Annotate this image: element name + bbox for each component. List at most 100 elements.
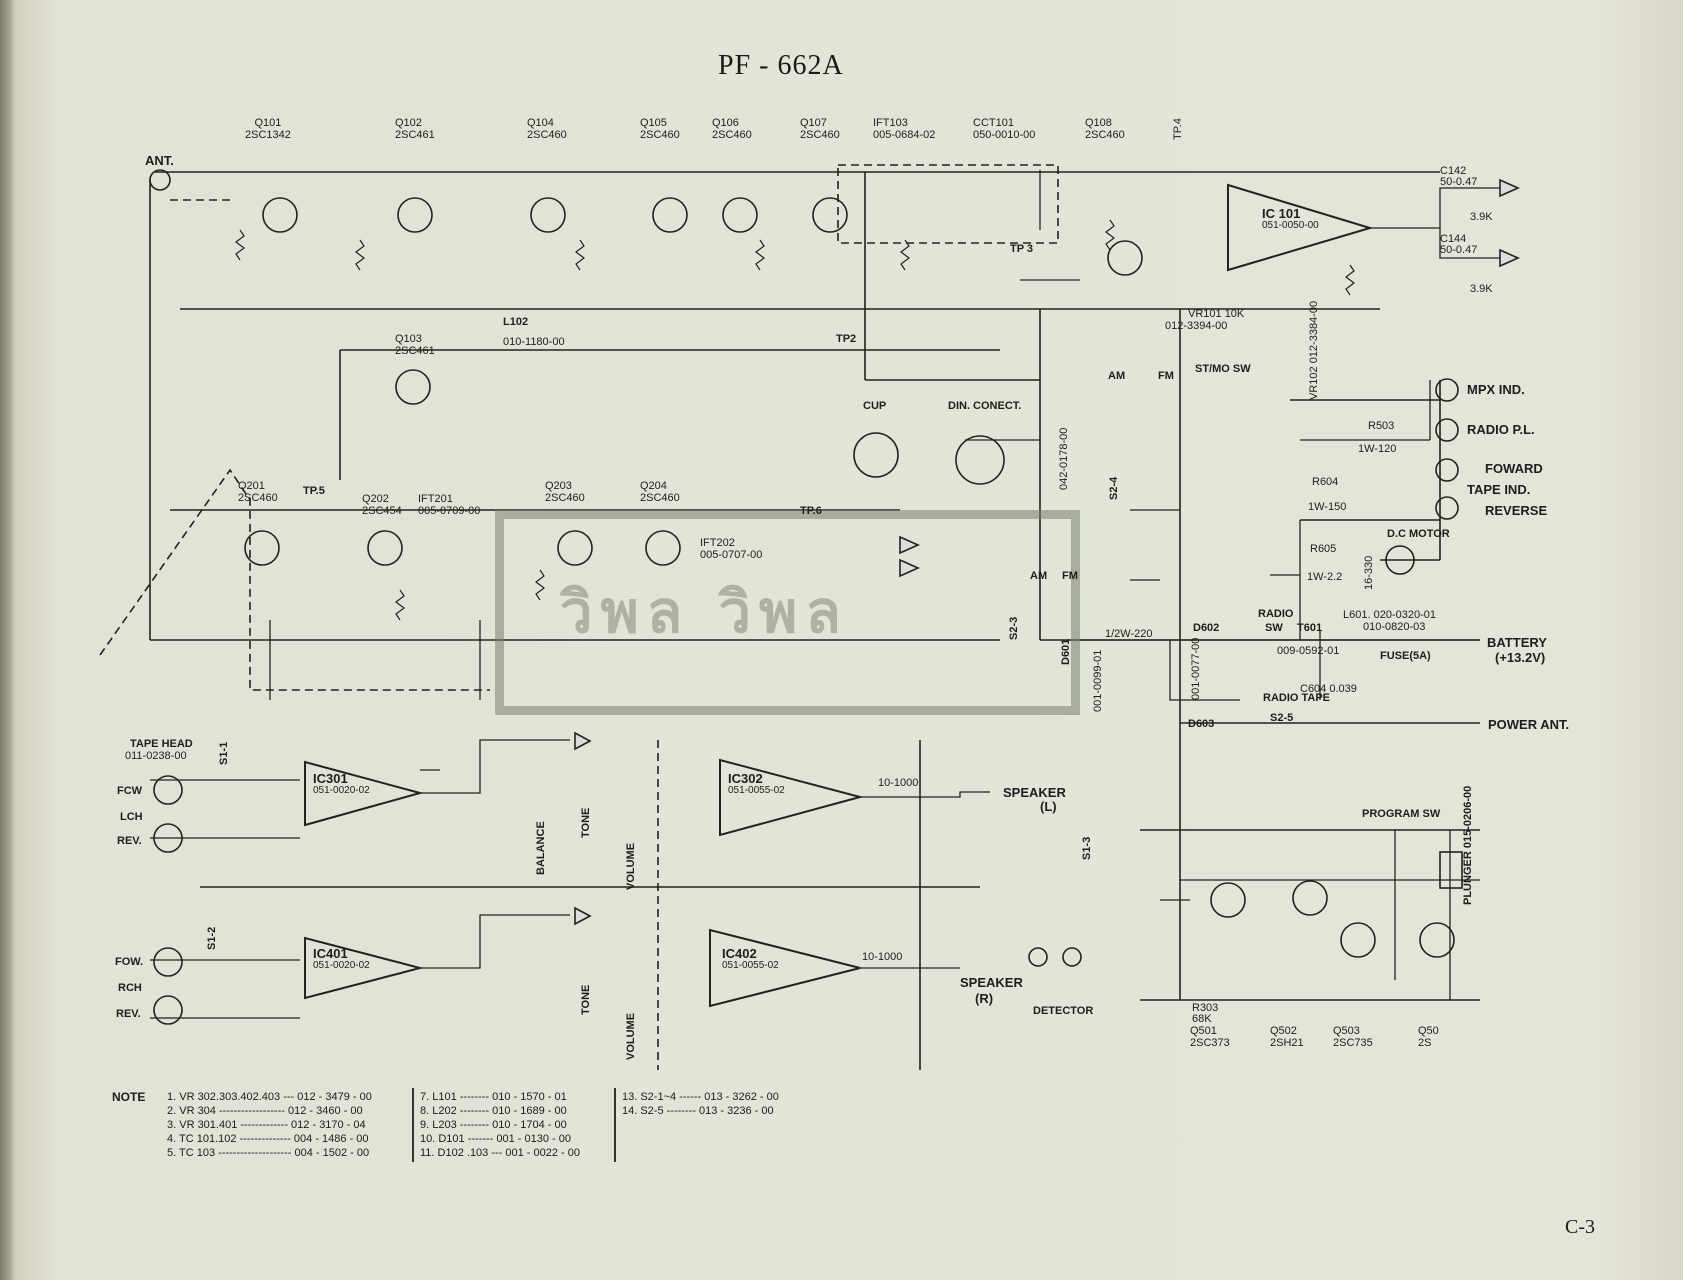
notes-column-1: 1. VR 302.303.402.403 --- 012 - 3479 - 0… <box>167 1090 372 1160</box>
fm-label-2: FM <box>1062 570 1078 582</box>
dc-motor-label: D.C MOTOR <box>1387 528 1450 540</box>
fuse-label: FUSE(5A) <box>1380 650 1431 662</box>
r503-label: R503 <box>1368 420 1395 432</box>
speaker-l-label: SPEAKER <box>1003 785 1066 800</box>
s2-3-label: S2-3 <box>1008 616 1020 640</box>
balance-label: BALANCE <box>535 821 547 875</box>
fow-label: FOW. <box>115 956 144 968</box>
signal-traces <box>150 170 1500 1019</box>
plunger-label: PLUNGER 015-0206-00 <box>1462 785 1474 905</box>
mpx-ind-label: MPX IND. <box>1467 382 1525 397</box>
vr102-label: VR102 012-3384-00 <box>1308 300 1320 400</box>
s2-4-label: S2-4 <box>1108 476 1120 500</box>
radio-tape-label: RADIO TAPE <box>1263 692 1331 704</box>
note-item: 1. VR 302.303.402.403 --- 012 - 3479 - 0… <box>167 1091 372 1103</box>
am-label: AM <box>1108 370 1126 382</box>
test-point-label: TP2 <box>836 333 857 345</box>
d602-label: D602 <box>1193 622 1220 634</box>
s2-5-label: S2-5 <box>1270 712 1294 724</box>
radio-pl-label: RADIO P.L. <box>1467 422 1535 437</box>
c144-value: 50-0.47 <box>1440 244 1478 256</box>
s1-2-label: S1-2 <box>206 926 218 950</box>
fm-label: FM <box>1158 370 1174 382</box>
notes-divider <box>614 1088 616 1162</box>
r303-value: 68K <box>1192 1013 1212 1025</box>
shield-frames <box>99 164 1059 1070</box>
din-part-label: 042-0178-00 <box>1058 427 1070 490</box>
r602-label: 1/2W-220 <box>1105 628 1153 640</box>
c605-value: 16-330 <box>1363 555 1375 590</box>
rev-l-label: REV. <box>117 835 142 847</box>
detector-label: DETECTOR <box>1033 1005 1094 1017</box>
vr101-part: 012-3394-00 <box>1165 320 1228 332</box>
l601-part: 010-0820-03 <box>1363 621 1426 633</box>
c142-label: C142 <box>1440 165 1467 177</box>
c601-part: 001-0099-01 <box>1092 649 1104 712</box>
r604-value: 1W-150 <box>1308 501 1347 513</box>
rch-label: RCH <box>118 982 142 994</box>
note-item: 14. S2-5 -------- 013 - 3236 - 00 <box>622 1105 774 1117</box>
battery-label: BATTERY <box>1487 635 1547 650</box>
c604-label: C604 0.039 <box>1300 683 1357 695</box>
note-item: 10. D101 ------- 001 - 0130 - 00 <box>420 1133 572 1145</box>
s1-3-label: S1-3 <box>1081 836 1093 860</box>
r604-label: R604 <box>1312 476 1339 488</box>
notes-heading: NOTE <box>112 1090 146 1104</box>
l102-part: 010-1180-00 <box>503 336 565 348</box>
speaker-r-side: (R) <box>975 991 994 1006</box>
test-point-label: TP.5 <box>303 485 325 497</box>
reverse-label: REVERSE <box>1485 503 1548 518</box>
t601-part: 009-0592-01 <box>1277 645 1340 657</box>
page-number: C-3 <box>1565 1216 1595 1238</box>
r303-label: R303 <box>1192 1002 1219 1014</box>
d601-part: 001-0077-00 <box>1190 637 1202 700</box>
cup-label: CUP <box>863 400 887 412</box>
notes-divider <box>412 1088 414 1162</box>
rev-r-label: REV. <box>116 1008 141 1020</box>
antenna-label: ANT. <box>145 153 174 168</box>
volume-label-r: VOLUME <box>625 1012 637 1060</box>
jack-symbols <box>149 169 1463 1025</box>
c142-value: 50-0.47 <box>1440 176 1478 188</box>
notes-column-2: 7. L101 -------- 010 - 1570 - 01 8. L202… <box>420 1090 580 1160</box>
r605-value: 1W-2.2 <box>1307 571 1343 583</box>
note-item: 2. VR 304 ------------------ 012 - 3460 … <box>167 1105 363 1117</box>
note-item: 9. L203 -------- 010 - 1704 - 00 <box>420 1119 567 1131</box>
volume-label: VOLUME <box>625 842 637 890</box>
watermark-text: วิพล วิพล <box>560 578 849 646</box>
output-arrows <box>574 178 1520 926</box>
d603-label: D603 <box>1188 718 1215 730</box>
tape-head-label: TAPE HEAD <box>130 738 193 750</box>
ic-symbols <box>304 183 1374 1008</box>
speaker-r-label: SPEAKER <box>960 975 1023 990</box>
r152-value: 3.9K <box>1470 283 1493 295</box>
st-mo-sw-label: ST/MO SW <box>1195 363 1251 375</box>
foward-label: FOWARD <box>1485 461 1543 476</box>
component-marks <box>235 219 1355 901</box>
watermark-frame <box>495 510 1080 715</box>
note-item: 7. L101 -------- 010 - 1570 - 01 <box>420 1091 567 1103</box>
radio-sw-label: RADIO <box>1258 608 1294 620</box>
note-item: 13. S2-1~4 ------ 013 - 3262 - 00 <box>622 1091 779 1103</box>
book-binding-edge <box>0 0 14 1280</box>
r503-value: 1W-120 <box>1358 443 1397 455</box>
note-item: 4. TC 101.102 -------------- 004 - 1486 … <box>167 1133 369 1145</box>
